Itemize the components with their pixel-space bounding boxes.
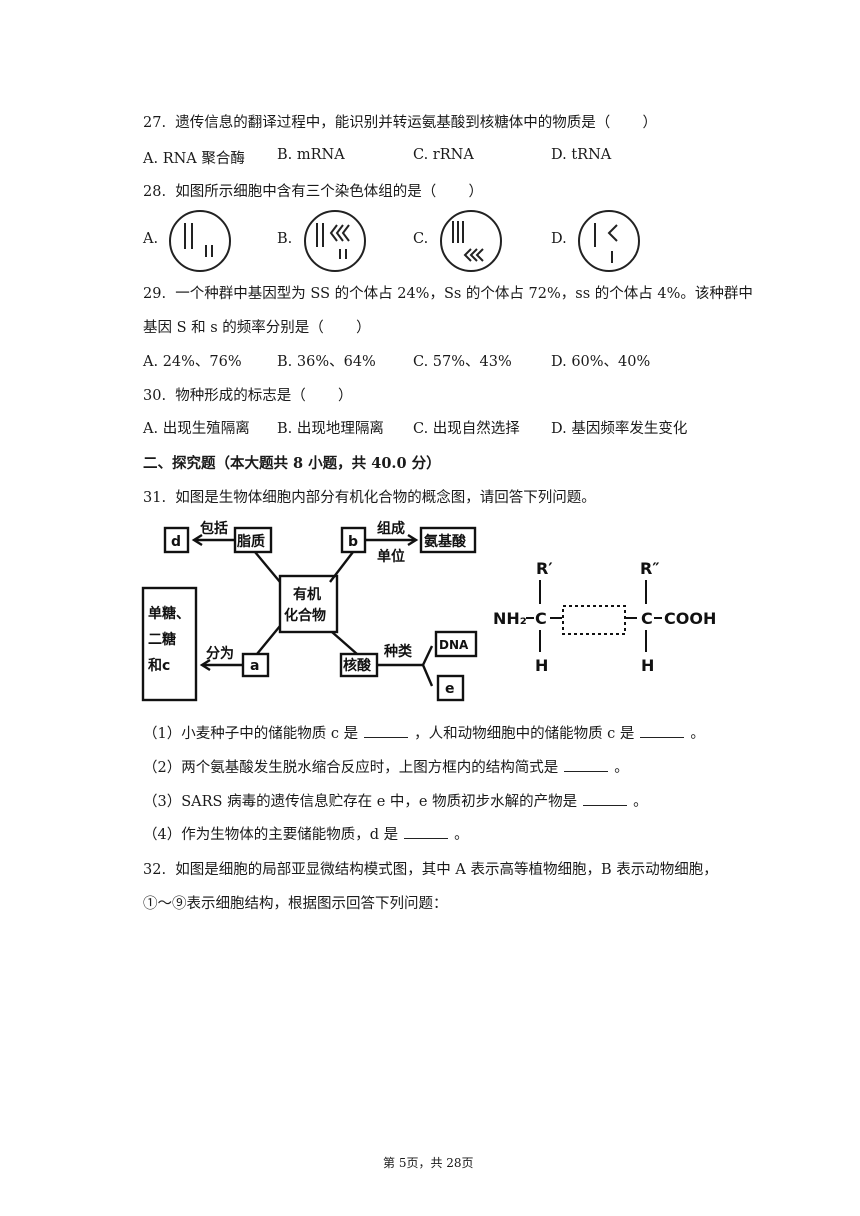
q30-stem: 30. 物种形成的标志是（ ） [143,388,353,404]
q29-option-a: A. 24%、76% [143,354,242,370]
label-baokuo: 包括 [200,520,228,537]
label-center-2: 化合物 [284,607,326,624]
q31-sub2: （2）两个氨基酸发生脱水缩合反应时，上图方框内的结构简式是。 [143,759,629,776]
label-zucheng: 组成 [377,520,405,537]
box-sugars [141,586,198,702]
answer-blank-4[interactable] [404,826,449,839]
formula-c1: C [535,609,547,628]
label-sugar-1: 单糖、 [148,605,190,622]
q27-option-c: C. rRNA [413,147,474,163]
q30-option-b: B. 出现地理隔离 [277,421,384,437]
formula-blank-box [562,605,626,635]
q29-stem-line1: 29. 一个种群中基因型为 SS 的个体占 24%，Ss 的个体占 72%，ss… [143,286,753,302]
label-sugar-2: 二糖 [148,631,176,648]
q32-stem-line2: ①～⑨表示细胞结构，根据图示回答下列问题： [143,896,448,912]
label-dna: DNA [439,638,469,652]
box-d [163,526,190,554]
dipeptide-formula: R′ R″ NH₂ C C COOH H H [493,559,716,675]
formula-h2: H [641,656,654,675]
q31-sub1: （1）小麦种子中的储能物质 c 是，人和动物细胞中的储能物质 c 是。 [143,725,705,742]
formula-h1: H [535,656,548,675]
cell-c-figure [440,210,502,272]
label-d: d [171,534,181,550]
answer-blank-1b[interactable] [640,725,685,738]
formula-r2: R″ [640,559,659,578]
label-e: e [445,681,455,697]
q30-option-a: A. 出现生殖隔离 [143,421,250,437]
q27-stem: 27. 遗传信息的翻译过程中，能识别并转运氨基酸到核糖体中的物质是（ ） [143,115,658,131]
answer-blank-3[interactable] [583,793,628,806]
box-center [278,574,339,634]
cell-b-figure [304,210,366,272]
box-e [436,674,465,702]
formula-cooh: COOH [664,609,716,628]
q28-stem: 28. 如图所示细胞中含有三个染色体组的是（ ） [143,184,484,200]
q31-sub4: （4）作为生物体的主要储能物质，d 是。 [143,826,469,843]
page-footer: 第 5页，共 28页 [383,1156,474,1170]
box-dna [434,630,478,658]
label-danwei: 单位 [377,548,405,565]
q30-option-c: C. 出现自然选择 [413,421,520,437]
label-b: b [348,534,358,550]
label-zhizhi: 脂质 [236,533,265,550]
label-nucleic: 核酸 [343,657,372,674]
q27-option-a: A. RNA 聚合酶 [143,151,245,167]
answer-blank-2[interactable] [564,759,609,772]
formula-r1: R′ [536,559,553,578]
formula-c2: C [641,609,653,628]
q29-stem-line2: 基因 S 和 s 的频率分别是（ ） [143,320,371,336]
answer-blank-1a[interactable] [364,725,409,738]
formula-nh2: NH₂ [493,609,527,628]
label-amino-acid: 氨基酸 [424,533,467,550]
q31-sub3: （3）SARS 病毒的遗传信息贮存在 e 中，e 物质初步水解的产物是。 [143,793,648,810]
q27-option-d: D. tRNA [551,147,612,163]
q29-option-b: B. 36%、64% [277,354,376,370]
label-zhonglei: 种类 [383,643,413,660]
label-center-1: 有机 [293,586,321,603]
q29-option-c: C. 57%、43% [413,354,512,370]
q29-option-d: D. 60%、40% [551,354,651,370]
q28-option-b-label: B. [277,231,293,247]
q28-option-c-label: C. [413,231,429,247]
label-a: a [250,658,259,674]
concept-map-diagram: d 包括 脂质 b 组成 单位 氨基酸 有机 化合物 单糖、 二糖 和c 分为 … [141,520,478,702]
q31-stem: 31. 如图是生物体细胞内部分有机化合物的概念图，请回答下列问题。 [143,490,596,506]
q28-option-a-label: A. [143,231,159,247]
q28-option-d-label: D. [551,231,567,247]
label-fenwei: 分为 [206,645,234,662]
label-sugar-3: 和c [148,658,170,674]
q30-option-d: D. 基因频率发生变化 [551,421,688,437]
cell-a-figure [169,210,231,272]
q32-stem-line1: 32. 如图是细胞的局部亚显微结构模式图，其中 A 表示高等植物细胞，B 表示动… [143,862,718,878]
section-title: 二、探究题（本大题共 8 小题，共 40.0 分） [143,455,441,472]
q27-option-b: B. mRNA [277,147,345,163]
box-amino-acid [419,526,477,554]
cell-d-figure [578,210,640,272]
